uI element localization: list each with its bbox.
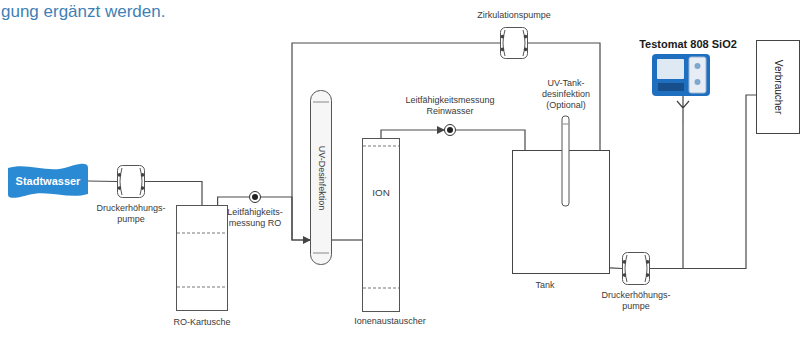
sample-line-y: [677, 96, 689, 125]
storage-tank-outline: [512, 150, 610, 274]
pump-curve: [625, 255, 647, 282]
pump-dot: [524, 35, 528, 39]
pump-dot: [118, 186, 122, 190]
node-label: Leitfähigkeits- messung RO: [213, 207, 297, 229]
booster-pump: Druckerhöhungs- pumpe: [117, 165, 145, 198]
uv-cap-line: [313, 253, 329, 254]
node-label: Verbraucher: [772, 60, 784, 114]
booster-pump-outline: [622, 252, 650, 285]
pump-body: [623, 253, 650, 285]
conductivity-sensor-outline: [444, 124, 456, 136]
node-label: Druckerhöhungs- pumpe: [597, 290, 675, 312]
sensor-dot: [447, 127, 453, 133]
circulation-pump: Zirkulationspumpe: [500, 27, 528, 59]
analyzer-keypad: [658, 83, 684, 91]
analyzer-body: [652, 54, 710, 96]
conductivity-sensor: Leitfähigkeits- messung RO: [249, 191, 261, 203]
pump-dot: [623, 273, 627, 277]
cartridge-layer-line: [363, 288, 399, 289]
node-label: Tank: [520, 280, 570, 291]
pump-dot: [141, 173, 145, 177]
pump-dot: [646, 260, 650, 264]
uv-tube: [311, 91, 332, 265]
cartridge-layer-line: [363, 146, 399, 147]
uv-disinfection-unit: UV-Desinfektion: [310, 90, 332, 265]
pipe-connector: [218, 197, 249, 205]
pump-dot: [501, 35, 505, 39]
booster-pump-outline: [117, 165, 145, 198]
node-label: Zirkulationspumpe: [468, 10, 560, 21]
analyzer-reagent-panel: [689, 57, 706, 93]
booster-pump: Druckerhöhungs- pumpe: [622, 252, 650, 285]
ro-cartridge: RO-Kartusche: [176, 205, 228, 311]
node-label: Ionenaustauscher: [348, 316, 432, 327]
node-label: ION: [362, 186, 400, 199]
analyzer-device-outline: [636, 38, 740, 125]
storage-tank: UV-Tank- desinfektion (Optional)Tank: [512, 150, 610, 274]
node-label: UV-Tank- desinfektion (Optional): [534, 78, 598, 111]
pump-dot: [118, 173, 122, 177]
cut-off-heading: gung ergänzt werden.: [1, 2, 165, 22]
water-source-shape: [8, 164, 88, 198]
water-source: Stadtwasser: [8, 164, 88, 198]
pump-dot: [141, 186, 145, 190]
pump-body: [118, 166, 145, 198]
pipe-connector: [610, 267, 622, 269]
pipe-connector: [650, 125, 683, 269]
sensor-ring: [445, 125, 456, 136]
sensor-dot: [252, 194, 258, 200]
pump-dot: [646, 273, 650, 277]
pipe-connector: [332, 239, 362, 240]
uv-cap-line: [313, 102, 329, 103]
analyzer-bottle: [695, 63, 701, 69]
pump-dot: [623, 260, 627, 264]
cartridge-body: [177, 206, 228, 311]
node-label: UV-Desinfektion: [316, 145, 327, 210]
pump-body: [501, 28, 528, 59]
pipe-connector: [381, 130, 444, 138]
pump-curve: [120, 168, 142, 195]
node-label: Testomat 808 SiO2: [632, 38, 744, 51]
pipe-connector: [88, 180, 117, 182]
pipe-connector: [650, 95, 756, 269]
pipe-connector: [456, 130, 525, 150]
node-label: RO-Kartusche: [164, 317, 240, 328]
pipe-connector: [145, 182, 202, 206]
sensor-ring: [250, 192, 261, 203]
consumer-box: Verbraucher: [756, 40, 800, 134]
ro-cartridge-outline: [176, 205, 228, 311]
analyzer-screen: [657, 59, 684, 79]
uv-lamp-rod: [562, 116, 569, 206]
uv-lamp-cap: [563, 124, 569, 125]
circulation-pump-outline: [500, 27, 528, 59]
node-label: Druckerhöhungs- pumpe: [92, 203, 170, 225]
cartridge-body: [363, 139, 400, 312]
analyzer-device: Testomat 808 SiO2: [636, 38, 740, 125]
tank-body: [513, 151, 610, 274]
pump-curve: [503, 30, 525, 56]
ion-exchanger-outline: [362, 138, 400, 312]
conductivity-sensor-outline: [249, 191, 261, 203]
consumer-box: [757, 41, 800, 134]
conductivity-sensor: Leitfähigkeitsmessung Reinwasser: [444, 124, 456, 136]
cartridge-layer-line: [177, 287, 227, 288]
node-label: Leitfähigkeitsmessung Reinwasser: [391, 95, 509, 117]
ion-exchanger: IONIonenaustauscher: [362, 138, 400, 312]
pump-dot: [524, 48, 528, 52]
analyzer-bottle: [695, 79, 701, 85]
node-label: Stadtwasser: [16, 175, 81, 188]
pump-dot: [501, 48, 505, 52]
cartridge-layer-line: [177, 233, 227, 234]
